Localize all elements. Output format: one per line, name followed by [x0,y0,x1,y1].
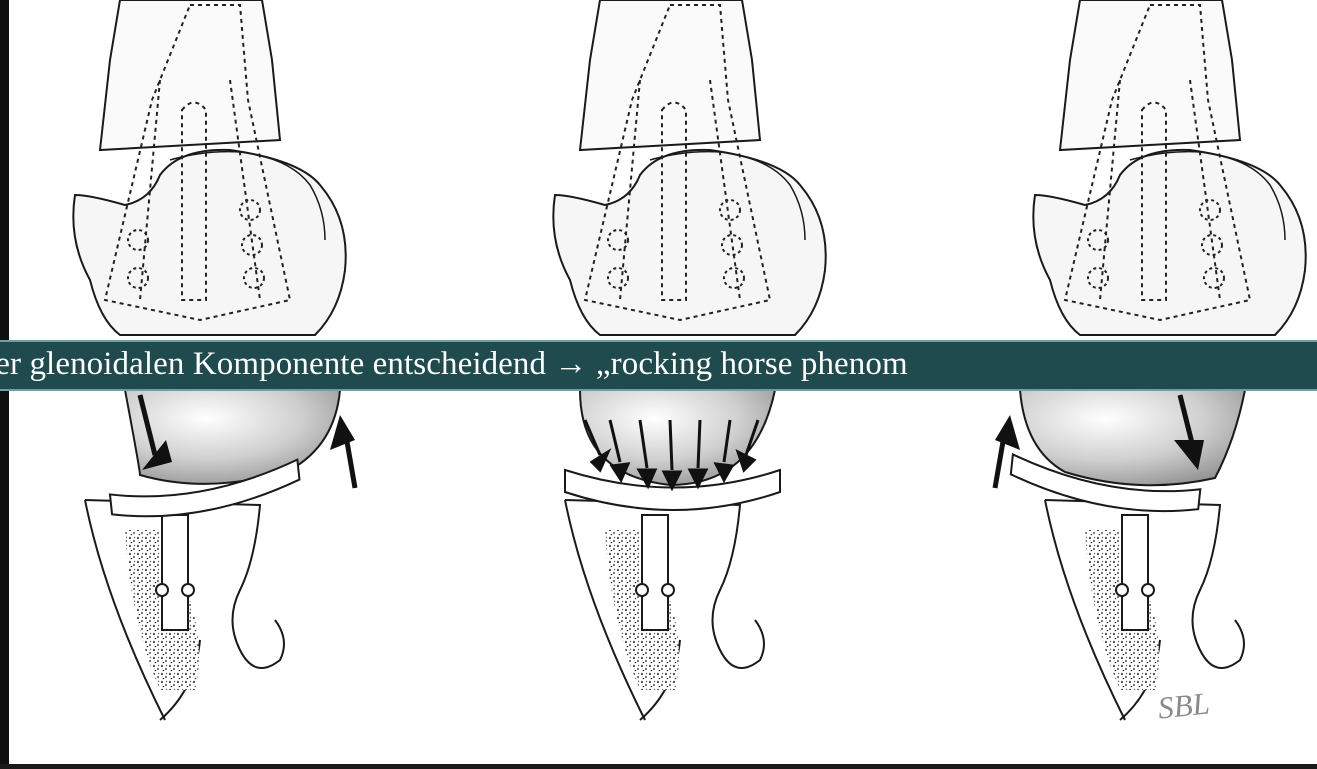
artist-signature: SBL [1156,685,1211,726]
caption-banner: ler glenoidalen Komponente entscheidend … [0,340,1317,391]
caption-text: ler glenoidalen Komponente entscheidend … [0,346,908,383]
